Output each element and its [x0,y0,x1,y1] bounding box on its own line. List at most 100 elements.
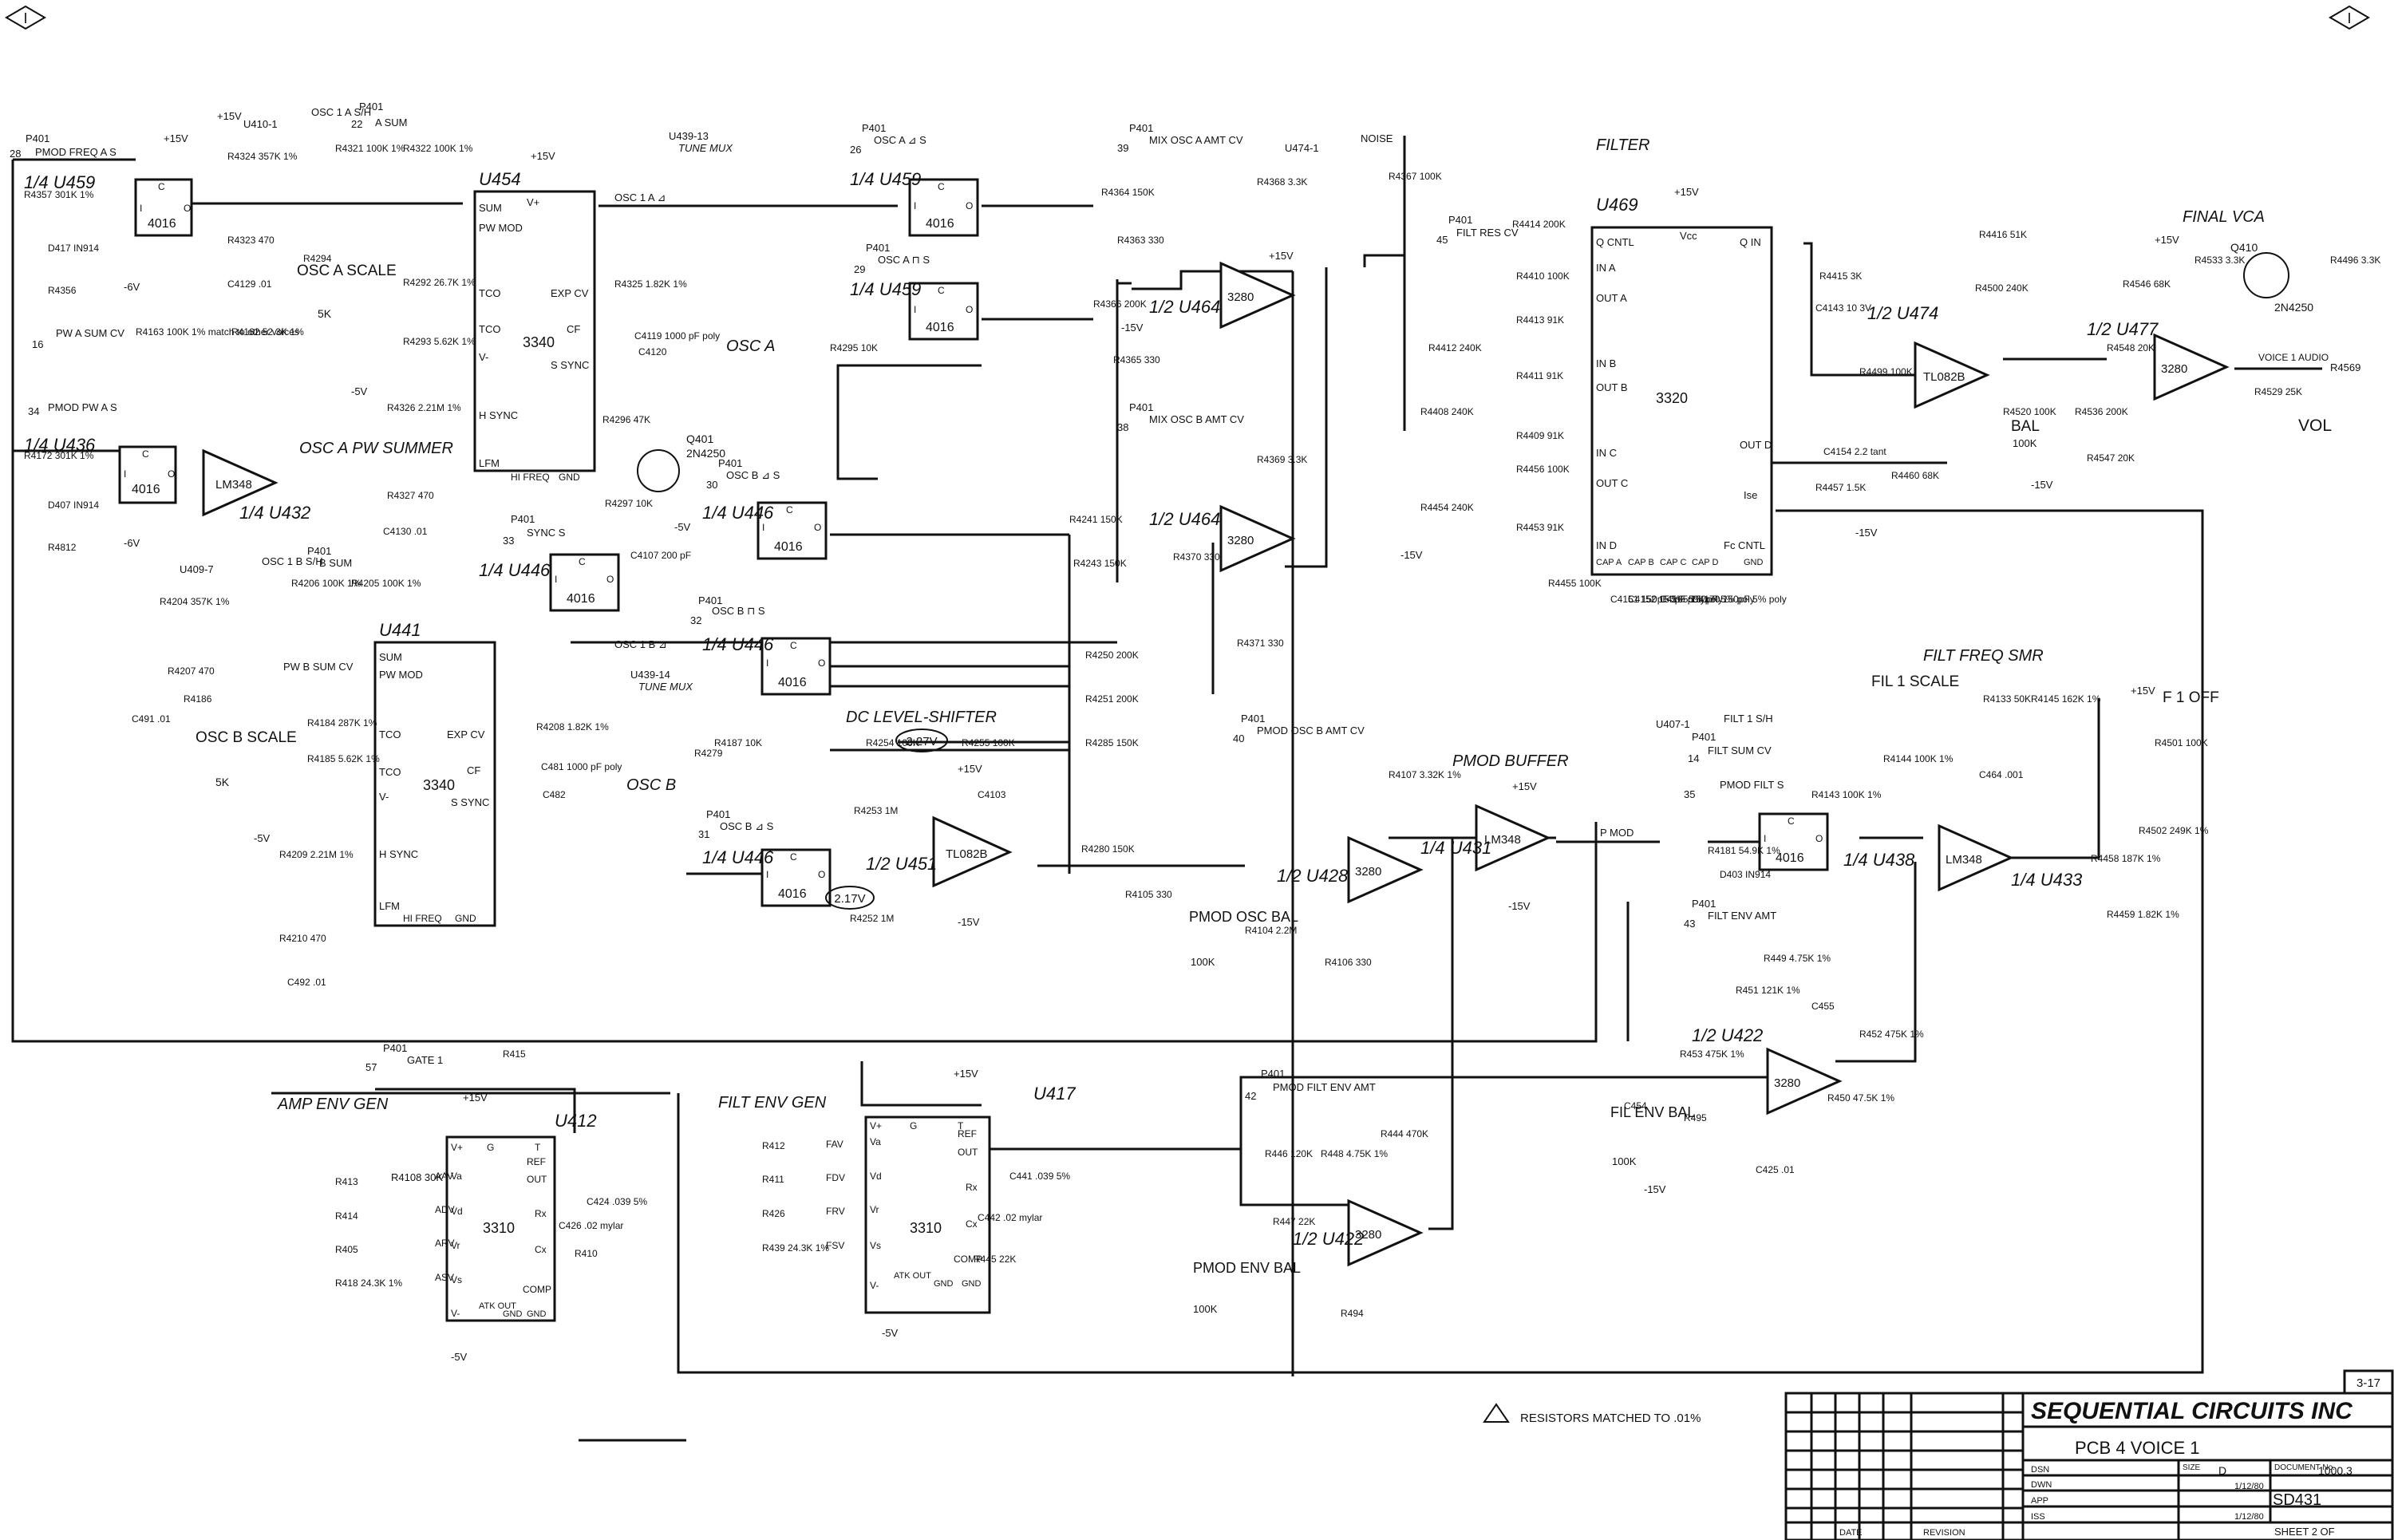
component-label: R4187 10K [714,737,762,748]
svg-text:3-17: 3-17 [2356,1376,2380,1390]
svg-text:REF: REF [527,1156,546,1167]
component-label: R453 475K 1% [1680,1048,1744,1060]
svg-text:V-: V- [870,1280,879,1291]
component-label: R4107 3.32K 1% [1389,769,1461,780]
component-label: R4501 100K [2155,737,2208,748]
component-label: C482 [543,789,566,800]
svg-text:U439-13: U439-13 [669,130,709,142]
svg-text:P401: P401 [1261,1068,1285,1080]
svg-text:OUT: OUT [527,1174,547,1185]
svg-text:35: 35 [1684,788,1695,800]
component-label: R4323 470 [227,235,275,246]
svg-text:PW MOD: PW MOD [379,669,423,681]
svg-text:FIL 1 SCALE: FIL 1 SCALE [1871,673,1959,690]
vca-u428: 3280 1/2 U428 [1277,835,1424,904]
component-label: R4280 150K [1081,843,1135,855]
component-label: R4253 1M [854,805,898,816]
component-label: R445 22K [974,1254,1016,1265]
svg-text:R4108 30K: R4108 30K [391,1171,443,1183]
component-label: C4170 150pF 5% poly [1692,594,1787,605]
component-label: R4254 100K [866,737,919,748]
svg-text:PMOD FILT S: PMOD FILT S [1720,779,1784,791]
svg-text:-15V: -15V [1400,549,1423,561]
svg-text:O: O [814,522,821,533]
svg-text:SUM: SUM [379,651,402,663]
component-label: R4172 301K 1% [24,450,94,461]
chip-u441: U441 3340 SUM PW MOD TCO TCO V- H SYNC L… [373,620,496,927]
svg-text:C: C [790,640,797,651]
component-label: R444 470K [1381,1128,1428,1139]
svg-text:LM348: LM348 [1946,853,1982,867]
svg-text:PMOD FILT ENV AMT: PMOD FILT ENV AMT [1273,1081,1376,1093]
svg-text:REF: REF [958,1128,977,1139]
svg-text:O: O [1815,833,1823,844]
svg-text:4016: 4016 [926,217,954,231]
svg-text:CAP B: CAP B [1628,558,1654,567]
svg-text:FSV: FSV [826,1240,844,1251]
component-label: C4154 2.2 tant [1823,446,1886,457]
svg-text:V+: V+ [527,196,539,208]
component-label: R4145 162K 1% [2031,693,2101,705]
svg-text:IN B: IN B [1596,357,1616,369]
svg-text:V+: V+ [451,1142,463,1153]
component-label: R4536 200K [2075,406,2128,417]
svg-text:C: C [142,448,149,460]
connector-labels: P401 28 PMOD FREQ A S U410-1 OSC 1 A S/H… [10,101,2360,1102]
svg-text:Va: Va [870,1136,881,1147]
svg-text:COMP: COMP [523,1284,551,1295]
svg-text:Cx: Cx [966,1218,978,1230]
component-label: R4502 249K 1% [2139,825,2209,836]
component-label: C425 .01 [1756,1164,1795,1175]
svg-text:Q CNTL: Q CNTL [1596,236,1634,248]
svg-text:Rx: Rx [966,1182,978,1193]
svg-text:3280: 3280 [1227,290,1254,304]
svg-text:100K: 100K [1191,956,1215,968]
svg-text:+15V: +15V [954,1068,978,1080]
svg-text:OUT: OUT [958,1147,978,1158]
svg-text:P401: P401 [1448,214,1472,226]
svg-text:-15V: -15V [1508,900,1531,912]
svg-text:SUM: SUM [479,202,502,214]
svg-text:F 1 OFF: F 1 OFF [2163,689,2219,706]
component-label: C4129 .01 [227,278,272,290]
svg-text:1/2 U451: 1/2 U451 [866,854,937,874]
svg-text:3280: 3280 [1355,865,1381,879]
svg-text:GND: GND [934,1279,954,1289]
component-label: R4409 91K [1516,430,1564,441]
svg-text:PW MOD: PW MOD [479,222,523,234]
svg-text:CAP D: CAP D [1692,558,1718,567]
svg-text:1/4 U459: 1/4 U459 [24,172,95,192]
svg-text:100K: 100K [1612,1155,1637,1167]
svg-text:PMOD OSC B AMT CV: PMOD OSC B AMT CV [1257,725,1365,736]
chip-u412: U412 3310 V+ G T Va Vd Vr Vs REF OUT Rx … [445,1111,597,1322]
env-input-labels: R4108 30K AAV ADV ARV ASV FAV FDV FRV FS… [391,1139,845,1283]
component-label: R4104 2.2M [1245,925,1297,936]
svg-text:U409-7: U409-7 [180,563,214,575]
component-label: R446 120K [1265,1148,1313,1159]
component-label: C464 .001 [1979,769,2024,780]
svg-text:U410-1: U410-1 [243,118,278,130]
svg-text:1/2 U428: 1/2 U428 [1277,866,1349,886]
component-label: R4250 200K [1085,650,1139,661]
svg-text:Vr: Vr [870,1204,879,1215]
corner-mark-left: I [5,5,46,30]
svg-text:3320: 3320 [1656,390,1688,406]
svg-text:FILT SUM CV: FILT SUM CV [1708,744,1772,756]
svg-text:1/4 U433: 1/4 U433 [2011,870,2083,890]
component-label: R4209 2.21M 1% [279,849,354,860]
opamp-u433: LM348 1/4 U433 [1938,823,2083,892]
svg-text:I: I [766,657,768,669]
component-label: R4496 3.3K [2330,255,2380,266]
svg-text:+15V: +15V [1512,780,1537,792]
svg-text:P401: P401 [718,457,742,469]
svg-text:OSC B ⊿ S: OSC B ⊿ S [726,469,780,481]
svg-text:GND: GND [503,1309,523,1319]
svg-text:-5V: -5V [451,1351,468,1363]
svg-text:+15V: +15V [164,132,188,144]
svg-text:1/12/80: 1/12/80 [2234,1512,2264,1522]
svg-text:OUT D: OUT D [1740,439,1772,451]
svg-text:COMP: COMP [954,1254,982,1265]
svg-text:OSC A ⊿ S: OSC A ⊿ S [874,134,926,146]
